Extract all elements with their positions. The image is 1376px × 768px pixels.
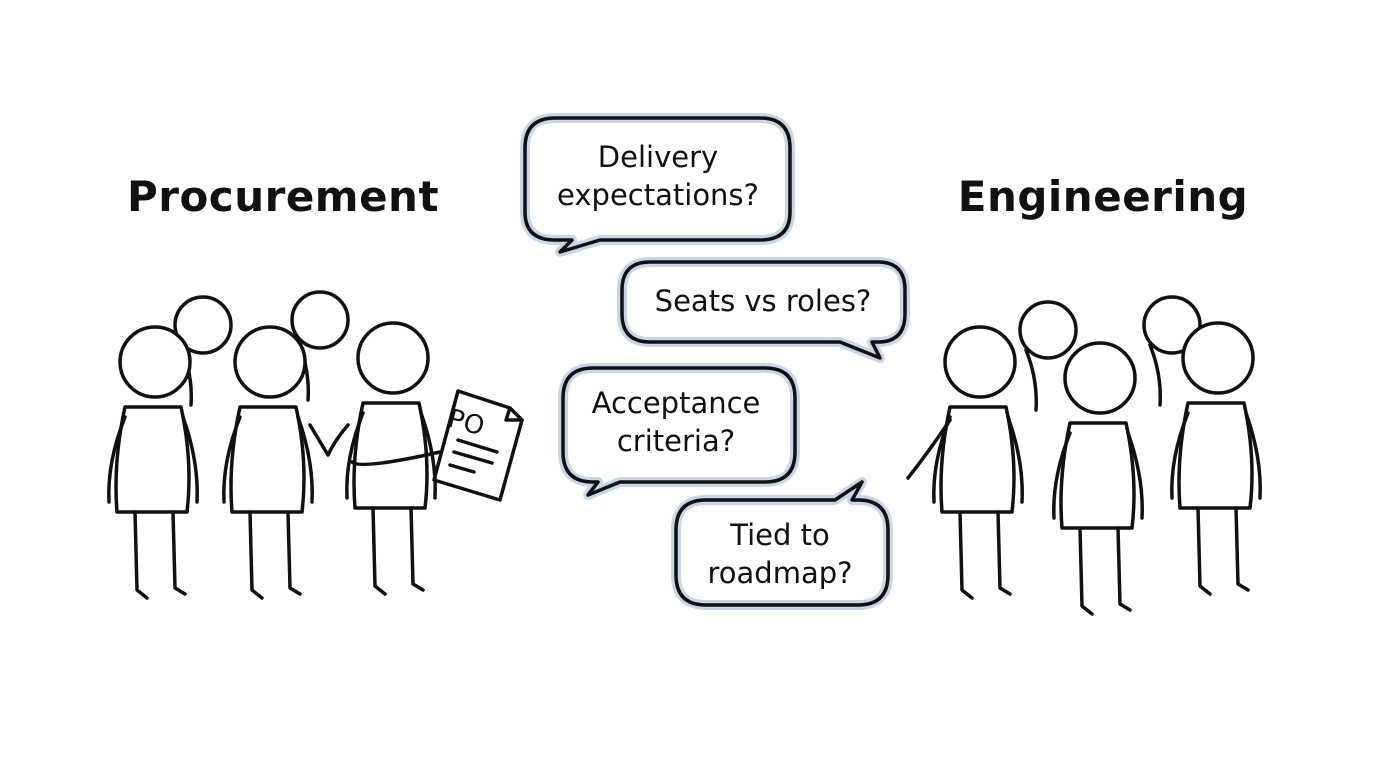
stick-figure: [1170, 321, 1262, 596]
bubble-line: roadmap?: [707, 556, 853, 590]
stick-figure: [222, 325, 314, 600]
procurement-group-label: Procurement: [126, 172, 440, 221]
stick-figure: [1052, 341, 1144, 616]
bubble-line: expectations?: [557, 178, 759, 212]
bubble-line: Tied to: [730, 518, 830, 552]
speech-bubble-roadmap: [671, 477, 893, 610]
speech-bubble-delivery: [520, 113, 795, 257]
bubble-line: Delivery: [597, 140, 719, 174]
arm-pointing: [906, 418, 952, 480]
bubble-line: Seats vs roles?: [654, 284, 872, 318]
stick-figure: [345, 321, 437, 596]
bubble-text-roadmap: Tied to roadmap?: [707, 516, 852, 592]
arm-holding-document: [350, 450, 442, 467]
bubble-text-acceptance: Acceptance criteria?: [592, 384, 761, 460]
speech-bubble-acceptance: [558, 363, 800, 500]
speech-bubble-seats: [617, 257, 910, 363]
stick-figure: [932, 325, 1024, 600]
stick-figure-back: [1142, 295, 1202, 407]
bubble-text-seats: Seats vs roles?: [655, 282, 872, 320]
bubble-line: Acceptance: [591, 386, 761, 420]
stick-figure-back: [1018, 300, 1078, 412]
stick-figure-back: [173, 295, 233, 407]
purchase-order-document-icon: [432, 389, 524, 502]
arm-gesture: [308, 423, 350, 457]
engineering-group-label: Engineering: [957, 172, 1249, 221]
bubble-line: criteria?: [616, 424, 736, 458]
bubble-text-delivery: Delivery expectations?: [557, 138, 759, 214]
stick-figure: [107, 325, 199, 600]
